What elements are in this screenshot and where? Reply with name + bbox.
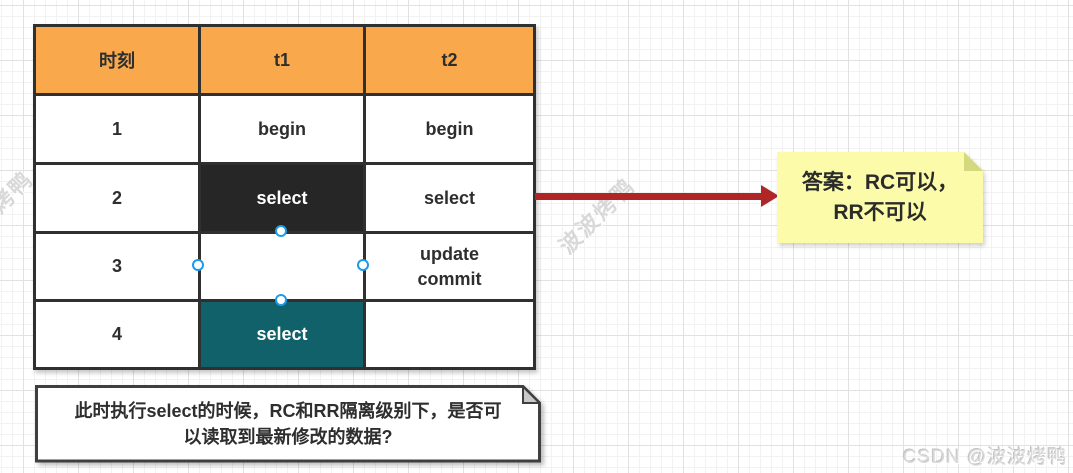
watermark-diagonal-middle: 波波烤鸭 <box>554 173 640 259</box>
answer-sticky-note-text: 答案：RC可以， RR不可以 <box>777 152 983 243</box>
header-cell-t2[interactable]: t2 <box>363 24 536 96</box>
selection-handle-left[interactable] <box>192 259 204 271</box>
cell-r1-t2[interactable]: begin <box>363 93 536 165</box>
header-cell-time[interactable]: 时刻 <box>33 24 201 96</box>
csdn-watermark: CSDN @波波烤鸭 <box>903 447 1068 468</box>
cell-r3-t1-selected[interactable] <box>198 231 366 302</box>
table-row: 1 begin begin <box>33 93 536 165</box>
cell-r1-time[interactable]: 1 <box>33 93 201 165</box>
question-note-shape <box>35 385 541 463</box>
cell-r3-t2[interactable]: update commit <box>363 231 536 302</box>
answer-sticky-note[interactable]: 答案：RC可以， RR不可以 <box>777 152 983 243</box>
question-note-text: 此时执行select的时候，RC和RR隔离级别下，是否可 以读取到最新修改的数据… <box>74 401 502 447</box>
cell-r2-t1-highlighted[interactable]: select <box>198 162 366 234</box>
cell-r1-t1[interactable]: begin <box>198 93 366 165</box>
selection-handle-right[interactable] <box>357 259 369 271</box>
table-row: 3 update commit <box>33 231 536 302</box>
cell-r2-t2[interactable]: select <box>363 162 536 234</box>
cell-r3-time[interactable]: 3 <box>33 231 201 302</box>
cell-r2-time[interactable]: 2 <box>33 162 201 234</box>
selection-handle-bottom[interactable] <box>275 294 287 306</box>
table-row: 2 select select <box>33 162 536 234</box>
cell-r4-t1-highlighted[interactable]: select <box>198 299 366 370</box>
selection-handle-top[interactable] <box>275 225 287 237</box>
cell-r4-time[interactable]: 4 <box>33 299 201 370</box>
connector-arrow-line[interactable] <box>535 193 763 200</box>
cell-r4-t2[interactable] <box>363 299 536 370</box>
transaction-timeline-table[interactable]: 时刻 t1 t2 1 begin begin 2 select select 3… <box>33 24 536 370</box>
table-header-row: 时刻 t1 t2 <box>33 24 536 96</box>
question-note[interactable]: 此时执行select的时候，RC和RR隔离级别下，是否可 以读取到最新修改的数据… <box>35 385 541 463</box>
folded-corner-icon <box>964 152 983 171</box>
header-cell-t1[interactable]: t1 <box>198 24 366 96</box>
connector-arrow-head-icon <box>761 185 779 207</box>
table-row: 4 select <box>33 299 536 370</box>
